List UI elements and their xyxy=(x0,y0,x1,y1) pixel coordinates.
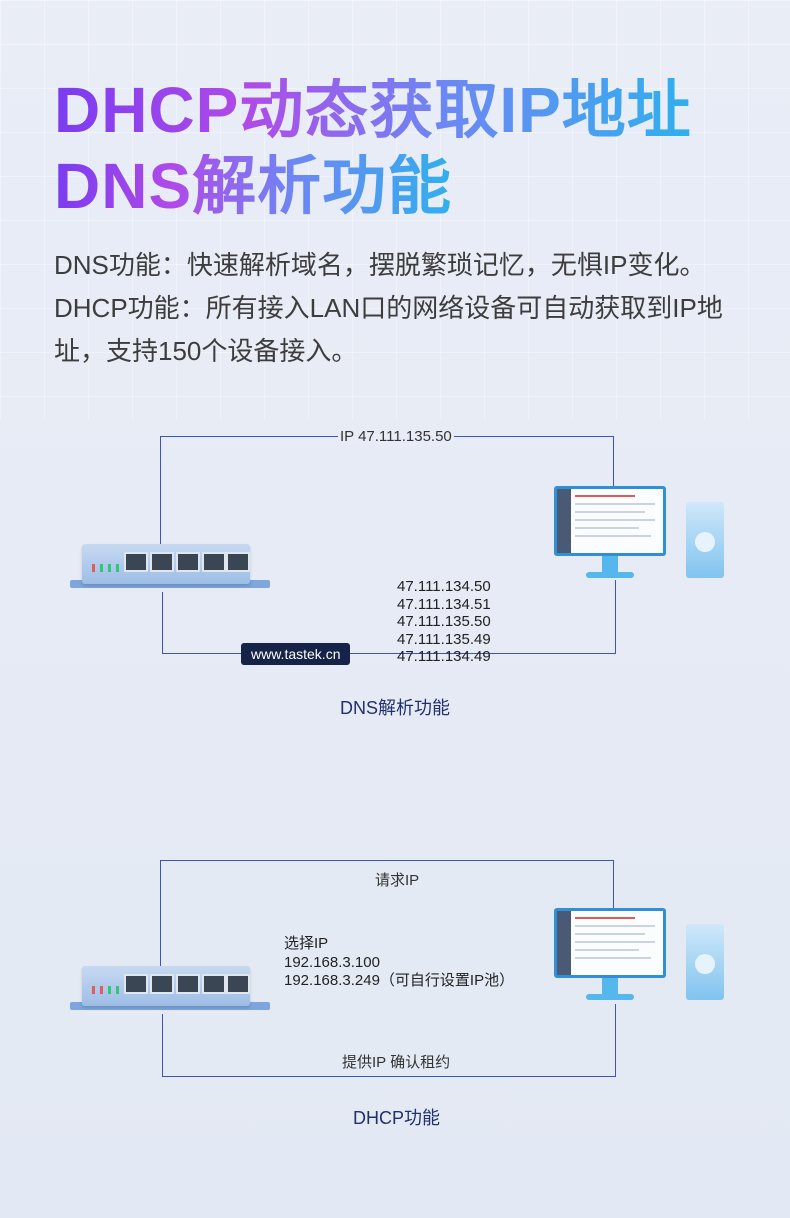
connector-bottom xyxy=(162,1076,616,1077)
connector-bottom xyxy=(162,653,616,654)
description-dns: DNS功能：快速解析域名，摆脱繁琐记忆，无惧IP变化。 xyxy=(54,250,706,280)
connector-right-down xyxy=(615,580,616,654)
select-ip-label: 选择IP xyxy=(284,935,329,952)
ip-entry: 47.111.135.50 xyxy=(397,613,491,630)
background-grid xyxy=(0,0,790,420)
dhcp-ip-pool: 选择IP 192.168.3.100 192.168.3.249（可自行设置IP… xyxy=(284,935,514,991)
headline-dhcp: DHCP动态获取IP地址 xyxy=(54,74,692,146)
dns-caption: DNS解析功能 xyxy=(340,698,451,718)
ip-pool-end: 192.168.3.249（可自行设置IP池） xyxy=(284,972,515,989)
ip-entry: 47.111.135.49 xyxy=(397,630,491,648)
headline-dns: DNS解析功能 xyxy=(54,150,453,222)
router-device xyxy=(70,966,270,1018)
dns-top-ip-label: IP 47.111.135.50 xyxy=(338,428,454,445)
router-device xyxy=(70,544,270,596)
ip-entry: 47.111.134.49 xyxy=(397,648,491,665)
dns-ip-list: 47.111.134.50 47.111.134.51 47.111.135.5… xyxy=(397,578,491,666)
monitor-icon xyxy=(554,908,666,1004)
pc-tower-icon xyxy=(686,502,724,578)
ip-entry: 47.111.134.50 xyxy=(397,578,491,595)
url-badge: www.tastek.cn xyxy=(241,643,351,665)
dhcp-caption: DHCP功能 xyxy=(353,1108,441,1128)
request-ip-label: 请求IP xyxy=(375,872,420,889)
connector-left-up xyxy=(160,860,161,966)
connector-right-down xyxy=(615,1004,616,1077)
connector-left-down xyxy=(162,592,163,654)
connector-left-down xyxy=(162,1014,163,1077)
connector-right-up xyxy=(613,860,614,910)
ip-pool-start: 192.168.3.100 xyxy=(284,953,380,971)
monitor-icon xyxy=(554,486,666,582)
offer-ip-label: 提供IP 确认租约 xyxy=(342,1054,451,1071)
pc-tower-icon xyxy=(686,924,724,1000)
connector-top xyxy=(160,860,614,861)
ip-entry: 47.111.134.51 xyxy=(397,595,491,613)
description-dhcp: DHCP功能：所有接入LAN口的网络设备可自动获取到IP地址，支持150个设备接… xyxy=(54,293,723,366)
connector-right-up xyxy=(613,436,614,488)
connector-left-up xyxy=(160,436,161,544)
